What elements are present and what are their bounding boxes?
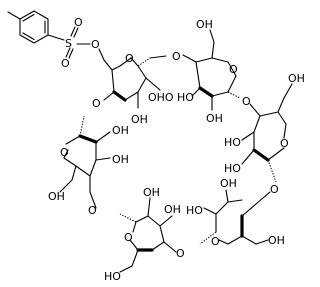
unit4-hydroxyl-2: HO — [186, 204, 203, 217]
unit1-hydroxyl-pair: OHO — [148, 91, 174, 104]
glucose-unit-3: O OH HO HO — [224, 72, 305, 183]
unit3-hydroxyl-6: OH — [288, 72, 305, 85]
ring-oxygen-5: O — [124, 231, 133, 244]
unit3-hydroxyl-3: HO — [224, 136, 241, 149]
unit6-hydroxyl-2: OH — [112, 124, 129, 137]
ring-oxygen-4: O — [211, 235, 220, 248]
glycosidic-oxygen-2: O — [242, 95, 251, 108]
glycosidic-oxygen-6: O — [92, 97, 101, 110]
glucose-unit-5: O OH OH HO — [104, 186, 181, 283]
unit4-hydroxyl-6: OH — [268, 234, 285, 247]
sulfonyl-oxygen-top: O — [74, 16, 83, 29]
unit6-hydroxyl-6: OH — [48, 190, 65, 203]
glycosidic-oxygen-4: O — [176, 247, 185, 260]
glycosidic-oxygen-5: O — [88, 204, 97, 217]
unit2-hydroxyl-2: OH — [206, 112, 223, 125]
glucose-unit-2: O OH HO OH — [177, 18, 241, 125]
unit5-hydroxyl-3: OH — [164, 203, 181, 216]
unit5-hydroxyl-2: OH — [143, 186, 160, 199]
glucose-unit-6: O OH OH OH — [48, 115, 129, 209]
sulfur-atom: S — [65, 37, 72, 50]
unit1-hydroxyl-3: OH — [131, 113, 148, 126]
glucose-unit-1: O OH OHO — [103, 52, 174, 126]
unit4-hydroxyl-3: OH — [220, 177, 237, 190]
sulfonyl-oxygen-bottom: O — [61, 57, 70, 70]
unit3-hydroxyl-2: HO — [224, 162, 241, 175]
glycosidic-oxygen-3: O — [270, 183, 279, 196]
ring-oxygen-2: O — [229, 63, 238, 76]
ring-oxygen-6: O — [60, 146, 69, 159]
glycosidic-oxygen-1: O — [172, 50, 181, 63]
glucose-unit-4: O OH HO OH — [186, 177, 285, 248]
ester-oxygen: O — [91, 38, 100, 51]
unit5-hydroxyl-6: HO — [104, 270, 121, 283]
ring-oxygen-1: O — [125, 52, 134, 65]
tosyl-group: S O O O — [7, 10, 113, 71]
unit2-hydroxyl-3: HO — [177, 91, 194, 104]
unit6-hydroxyl-3: OH — [112, 153, 129, 166]
ring-oxygen-3: O — [280, 137, 289, 150]
unit2-hydroxyl-6: OH — [196, 18, 213, 31]
